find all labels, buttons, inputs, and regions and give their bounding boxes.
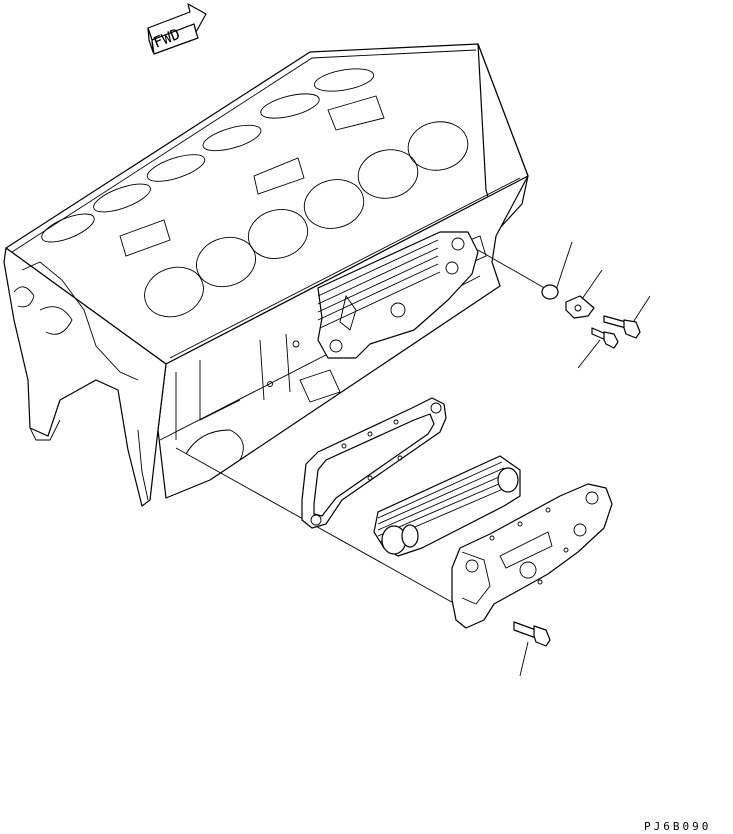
- gasket: [301, 397, 447, 529]
- drawing-code: PJ6B090: [644, 820, 711, 833]
- bolt-lower: [591, 327, 619, 349]
- oil-cooler-core: [373, 455, 521, 557]
- fwd-arrow-icon: FWD: [147, 3, 207, 55]
- bolt-upper: [603, 315, 641, 339]
- oil-cooler-cover: [451, 483, 613, 629]
- explode-lines: [175, 241, 651, 677]
- plug: [541, 284, 559, 300]
- cover-plate: [565, 295, 595, 319]
- oil-cooler-core-installed: [317, 231, 479, 359]
- bolt-cover: [513, 621, 551, 647]
